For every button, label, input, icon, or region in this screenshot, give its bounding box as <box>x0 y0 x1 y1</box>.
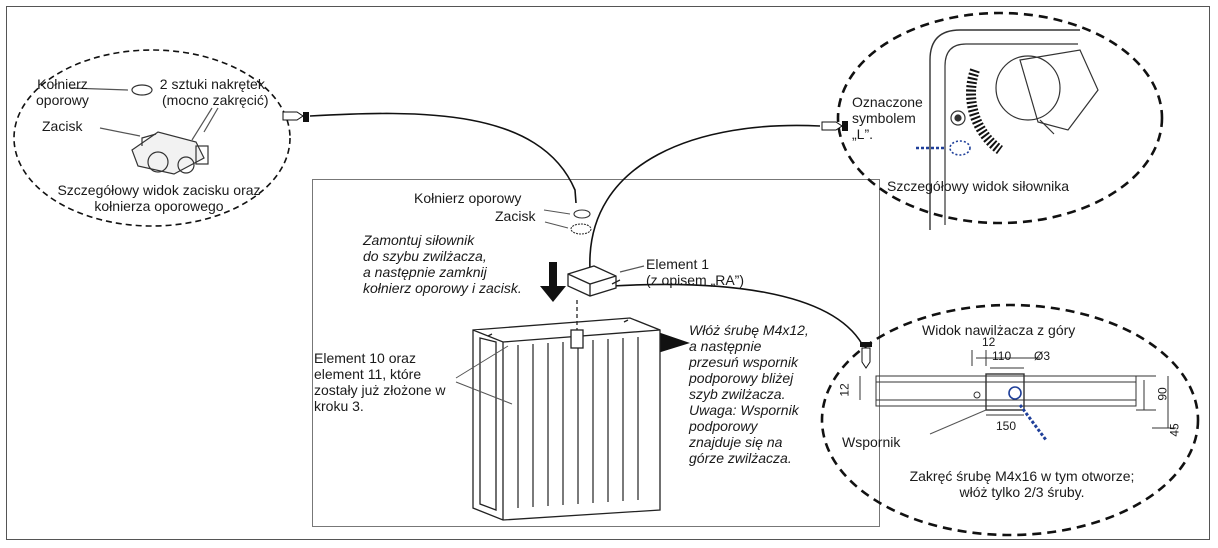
main-element1-line-1: Element 1 <box>646 256 710 272</box>
main-elements-line-1: Element 10 oraz <box>314 350 416 366</box>
main-element1-label: Element 1 (z opisem „RA”) <box>646 256 744 288</box>
main-element1-line-2: (z opisem „RA”) <box>646 272 745 288</box>
main-screw-line-2: a następnie <box>689 338 762 354</box>
main-screw-line-3: przesuń wspornik <box>689 354 798 370</box>
topview-instruction: Zakręć śrubę M4x16 w tym otworze; włóż t… <box>896 468 1148 500</box>
main-elements-line-3: zostały już złożone w <box>314 382 446 398</box>
main-screw-line-9: górze zwilżacza. <box>689 450 792 466</box>
actuator-sketch <box>916 29 1099 230</box>
main-screw-line-4: podporowy bliżej <box>689 370 794 386</box>
main-elements-line-2: element 11, które <box>314 366 422 382</box>
main-screw-line-7: podporowy <box>689 418 758 434</box>
clamp-detail-caption-line-1: Szczegółowy widok zacisku oraz <box>57 182 261 198</box>
main-mount-line-4: kołnierz oporowy i zacisk. <box>363 280 522 296</box>
main-mount-instruction: Zamontuj siłownik do szybu zwilżacza, a … <box>363 232 522 296</box>
actuator-detail-marked-line-2: symbolem <box>852 110 916 126</box>
hand-pointer-icon-3 <box>860 342 872 369</box>
connector-clamp <box>309 112 577 204</box>
clamp-detail-flange-label: Kołnierz oporowy <box>36 76 89 108</box>
topview-sketch <box>859 350 1176 441</box>
damper-blades <box>517 337 639 508</box>
connector-topview <box>611 283 863 345</box>
topview-detail-ellipse <box>820 303 1200 537</box>
main-mount-line-2: do szybu zwilżacza, <box>363 248 487 264</box>
actuator-detail-ellipse <box>836 11 1164 225</box>
clamp-sketch <box>69 84 219 175</box>
topview-title: Widok nawilżacza z góry <box>922 322 1076 338</box>
clamp-detail-clamp-label: Zacisk <box>42 118 83 134</box>
actuator-detail-caption: Szczegółowy widok siłownika <box>887 178 1070 194</box>
main-elements-10-11-label: Element 10 oraz element 11, które został… <box>314 350 446 414</box>
main-mount-line-1: Zamontuj siłownik <box>363 232 475 248</box>
main-screw-line-6: Uwaga: Wspornik <box>689 402 799 418</box>
main-screw-line-8: znajduje się na <box>689 434 783 450</box>
clamp-detail-caption-line-2: kołnierza oporowego <box>94 198 224 214</box>
topview-dim-150: 150 <box>996 419 1017 433</box>
clamp-detail-nuts-label: 2 sztuki nakrętek (mocno zakręcić) <box>156 76 269 108</box>
clamp-detail-flange-line-2: oporowy <box>36 92 89 108</box>
connector-actuator <box>589 124 821 271</box>
clamp-detail-caption: Szczegółowy widok zacisku oraz kołnierza… <box>56 182 262 214</box>
topview-support-label: Wspornik <box>842 434 901 450</box>
main-screw-line-5: szyb zwilżacza. <box>689 386 786 402</box>
main-screw-line-1: Włóż śrubę M4x12, <box>689 322 809 338</box>
hand-pointer-icon-1 <box>282 111 309 122</box>
flange-clamp-sketch <box>543 209 592 235</box>
topview-instruction-line-2: włóż tylko 2/3 śruby. <box>959 484 1085 500</box>
clamp-detail-nuts-line-2: (mocno zakręcić) <box>162 92 269 108</box>
down-arrow-icon <box>540 262 566 302</box>
actuator-detail-marked-label: Oznaczone symbolem „L”. <box>852 94 923 142</box>
actuator-element-sketch <box>567 265 645 297</box>
topview-dim-110: 110 <box>992 349 1012 363</box>
main-mount-line-3: a następnie zamknij <box>363 264 487 280</box>
clamp-detail-nuts-line-1: 2 sztuki nakrętek <box>159 76 265 92</box>
topview-dim-12-top: 12 <box>982 335 996 349</box>
clamp-detail-ellipse <box>13 49 291 227</box>
leader-elements <box>455 345 513 405</box>
actuator-detail-marked-line-3: „L”. <box>852 126 873 142</box>
topview-dim-45: 45 <box>1167 423 1182 437</box>
main-elements-line-4: kroku 3. <box>314 398 364 414</box>
outer-frame <box>6 6 1210 540</box>
topview-dim-90: 90 <box>1155 387 1170 401</box>
clamp-detail-flange-line-1: Kołnierz <box>37 76 88 92</box>
topview-dim-12-side: 12 <box>837 383 852 397</box>
actuator-detail-marked-line-1: Oznaczone <box>852 94 923 110</box>
main-flange-label: Kołnierz oporowy <box>414 190 522 206</box>
topview-instruction-line-1: Zakręć śrubę M4x16 w tym otworze; <box>909 468 1135 484</box>
main-clamp-label: Zacisk <box>495 208 536 224</box>
topview-dim-diameter: Ø3 <box>1034 349 1051 363</box>
hand-pointer-icon-2 <box>821 121 848 131</box>
humidifier-sketch <box>472 300 661 521</box>
main-screw-instruction: Włóż śrubę M4x12, a następnie przesuń ws… <box>689 322 809 466</box>
